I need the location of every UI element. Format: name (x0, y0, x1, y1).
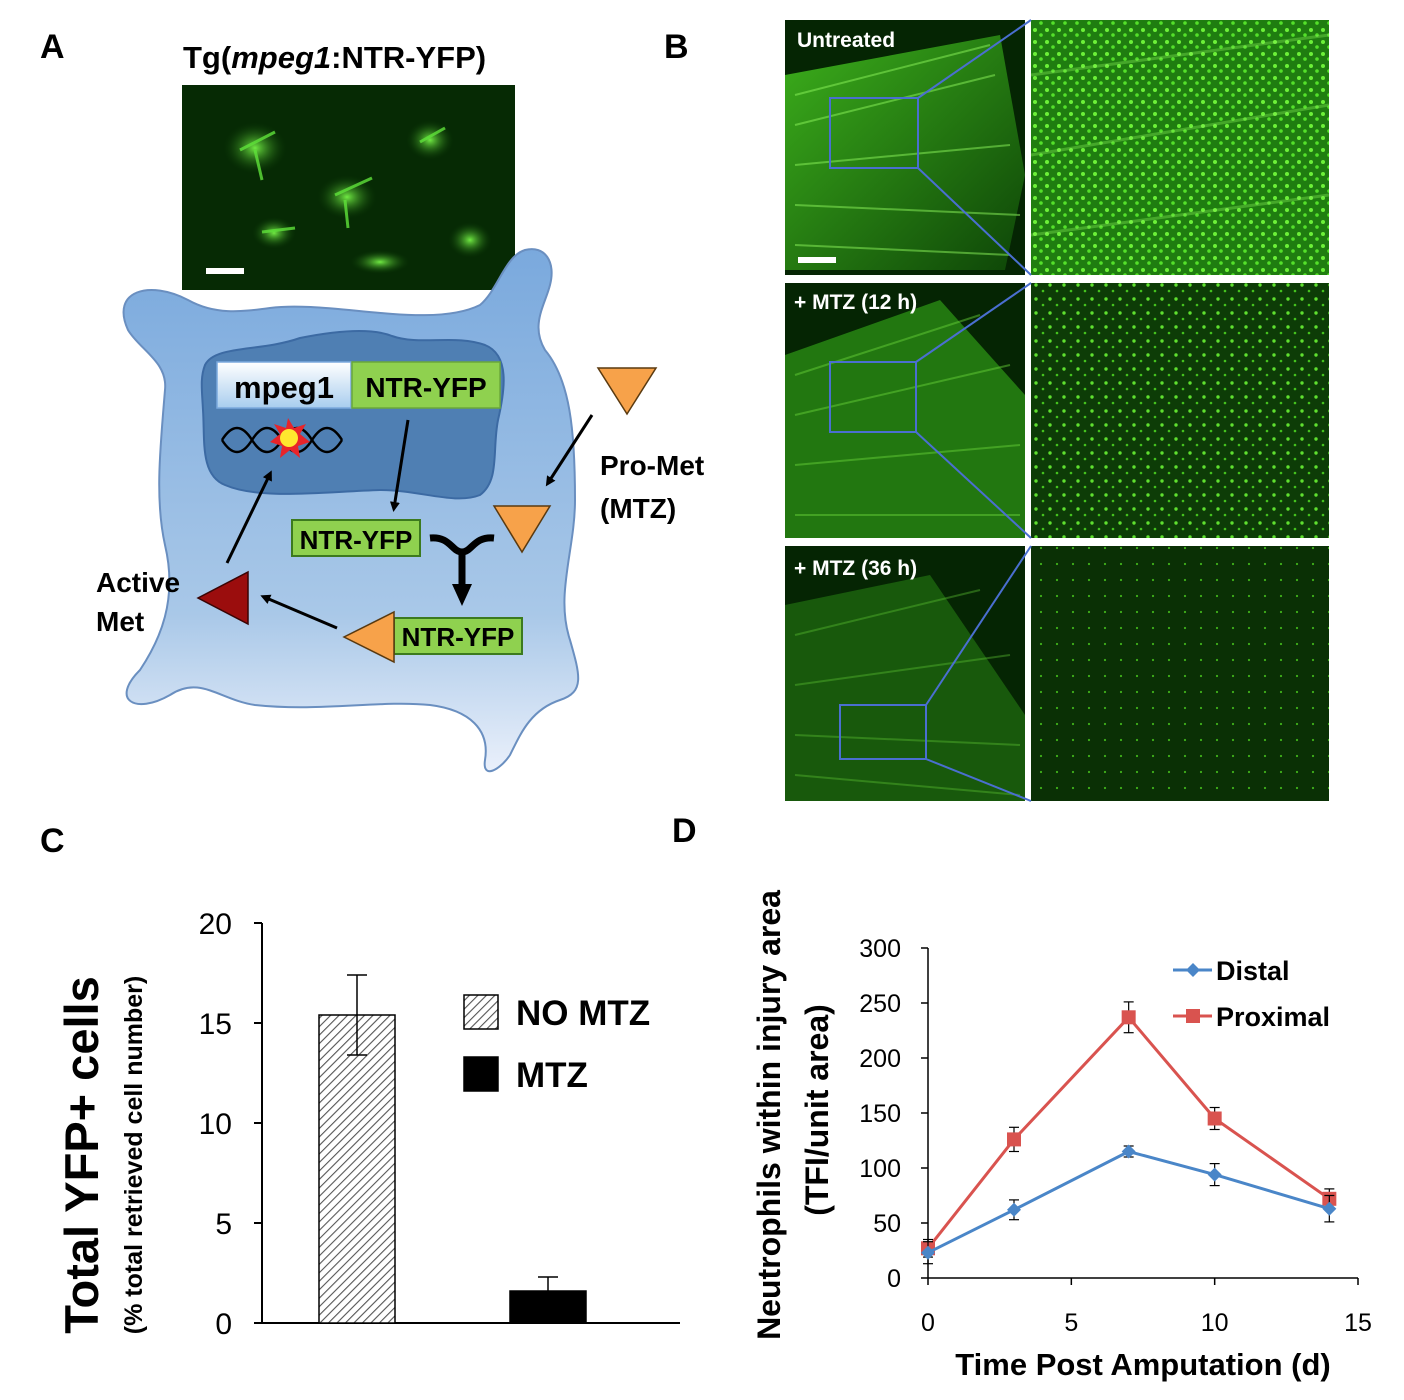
ntr-box-mid-label: NTR-YFP (300, 525, 413, 555)
data-point-proximal (1121, 1010, 1136, 1025)
met-label: Met (96, 606, 144, 637)
y-axis-subtitle: (% total retrieved cell number) (120, 976, 148, 1334)
active-label: Active (96, 567, 180, 598)
data-point-distal (1322, 1201, 1337, 1216)
chart-c-bar: 0 5 10 15 20 NO MTZ MTZ Total YFP+ cells (% tota… (55, 908, 680, 1341)
panel-d-letter: D (672, 812, 697, 850)
legend-swatch (463, 994, 499, 1030)
y-axis-title: Total YFP+ cells (55, 976, 108, 1333)
nucleus (200, 329, 505, 500)
legend-marker (1186, 1009, 1200, 1023)
x-tick-label: 10 (1201, 1309, 1229, 1337)
y-tick-label: 100 (859, 1155, 901, 1183)
row-label-untreated: Untreated (797, 29, 895, 52)
legend-marker (1186, 963, 1200, 977)
pro-met-triangle-outside (596, 367, 658, 416)
legend-label: Distal (1216, 956, 1290, 986)
series-line-proximal (926, 1015, 1331, 1250)
x-tick-label: 15 (1344, 1309, 1372, 1337)
row-label-mtz-12h: + MTZ (12 h) (794, 291, 917, 314)
y-tick-label: 15 (199, 1008, 232, 1041)
panel-a-diagram: mpeg1 NTR-YFP NTR-YFP NTR-YFP Pro-Met (M… (96, 85, 704, 773)
ntr-box-low-label: NTR-YFP (402, 622, 515, 652)
scale-bar (206, 268, 244, 274)
y-tick-label: 250 (859, 990, 901, 1018)
panel-b-micrographs: Untreated + MTZ (12 h) + MTZ (36 h) (785, 19, 1330, 802)
y-tick-label: 5 (215, 1208, 232, 1241)
x-tick-label: 5 (1064, 1309, 1078, 1337)
y-tick-label: 150 (859, 1100, 901, 1128)
chart-d-line: 0 50 100 150 200 250 300 0 5 10 15 DistalProximalTi… (751, 890, 1372, 1382)
ntr-box-low (393, 617, 523, 655)
y-axis-title: Neutrophils within injury area (751, 890, 787, 1340)
y-axis-subtitle: (TFI/unit area) (799, 1004, 835, 1216)
pro-met-triangle-bound (342, 610, 395, 664)
bar-mtz (509, 1290, 587, 1324)
y-tick-label: 10 (199, 1108, 232, 1141)
title-suffix: :NTR-YFP) (331, 40, 487, 75)
row-label-mtz-36h: + MTZ (36 h) (794, 557, 917, 580)
gene-box-label: mpeg1 (234, 370, 334, 405)
ntr-box-nucleus (351, 361, 501, 409)
legend-label: NO MTZ (516, 994, 650, 1033)
mpeg1-micrograph (182, 85, 515, 290)
micrograph-row-untreated: Untreated (785, 19, 1330, 276)
gene-box (216, 361, 352, 409)
ntr-box-nucleus-label: NTR-YFP (365, 372, 486, 403)
data-point-proximal (1207, 1111, 1222, 1126)
panel-a-letter: A (40, 28, 65, 66)
y-tick-label: 0 (215, 1308, 232, 1341)
legend-swatch (463, 1056, 499, 1092)
x-axis-title: Time Post Amputation (d) (955, 1347, 1330, 1382)
bar-no-mtz (318, 1014, 396, 1324)
ntr-box-mid (291, 519, 421, 557)
y-tick-label: 50 (873, 1210, 901, 1238)
active-met-triangle (196, 570, 249, 626)
y-tick-label: 300 (859, 935, 901, 963)
micrograph-row-mtz-36h: + MTZ (36 h) (785, 545, 1329, 802)
data-point-distal (1207, 1167, 1222, 1182)
panel-c-letter: C (40, 822, 65, 860)
title-prefix: Tg( (183, 40, 232, 75)
series-line-distal (927, 1149, 1330, 1255)
data-point-proximal (1007, 1132, 1021, 1147)
legend-label: MTZ (516, 1056, 588, 1095)
legend-label: Proximal (1216, 1002, 1330, 1032)
title-gene: mpeg1 (231, 40, 332, 75)
pro-met-triangle-inside (492, 505, 552, 554)
y-tick-label: 20 (199, 908, 232, 941)
y-tick-label: 200 (859, 1045, 901, 1073)
micrograph-row-mtz-12h: + MTZ (12 h) (785, 282, 1329, 539)
data-point-distal (1121, 1144, 1136, 1159)
x-tick-label: 0 (921, 1309, 935, 1337)
mtz-label: (MTZ) (600, 493, 676, 524)
data-point-distal (1007, 1202, 1021, 1217)
y-tick-label: 0 (887, 1265, 901, 1293)
data-point-distal (921, 1245, 935, 1260)
pro-met-label: Pro-Met (600, 450, 704, 481)
panel-b-letter: B (664, 28, 689, 66)
panel-a-title: Tg(mpeg1:NTR-YFP) (183, 40, 486, 76)
